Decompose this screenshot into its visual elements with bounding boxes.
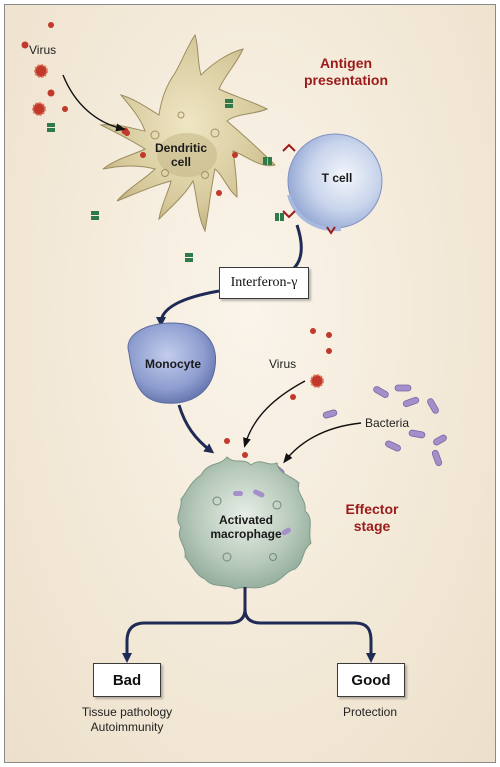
interferon-gamma-label: Interferon-γ — [230, 275, 298, 290]
dendritic-label-line2: cell — [170, 155, 191, 169]
effector-stage-title: Effector stage — [337, 501, 407, 535]
virus-particles-middle — [224, 328, 332, 458]
bad-note-tissue-pathology: Tissue pathology — [81, 705, 173, 719]
bad-outcome-notes: Tissue pathology Autoimmunity — [65, 705, 189, 735]
virus-label-middle: Virus — [269, 357, 297, 371]
virus-uptake-arrow — [62, 74, 126, 132]
virus-label-top: Virus — [29, 43, 57, 57]
bacteria-rods — [271, 384, 447, 489]
good-note-protection: Protection — [342, 705, 398, 719]
good-outcome-box: Good — [337, 663, 405, 697]
activated-macrophage-label: Activated macrophage — [201, 513, 291, 541]
diagram-artwork — [21, 22, 447, 663]
activated-macrophage — [177, 456, 312, 590]
monocyte — [127, 322, 217, 404]
interferon-to-monocyte-arrow — [156, 289, 220, 327]
bad-note-autoimmunity: Autoimmunity — [90, 720, 164, 734]
virus-to-macrophage-arrow — [243, 380, 306, 448]
t-cell — [282, 133, 383, 235]
bacteria-to-macrophage-arrow — [283, 422, 362, 464]
good-outcome-label: Good — [351, 671, 391, 689]
bad-outcome-box: Bad — [93, 663, 161, 697]
outcome-branch-arrows — [122, 587, 376, 663]
interferon-gamma-box: Interferon-γ — [219, 267, 309, 299]
effector-title-line1: Effector — [345, 501, 399, 517]
good-outcome-notes: Protection — [319, 705, 421, 720]
bad-outcome-label: Bad — [112, 671, 142, 689]
antigen-title-line2: presentation — [303, 72, 388, 88]
macrophage-label-line1: Activated — [218, 513, 274, 527]
bacteria-label: Bacteria — [365, 416, 410, 430]
figure-frame: Virus Dendritic cell T cell Antigen pres… — [4, 4, 496, 763]
virus-particles-top — [21, 22, 129, 135]
effector-title-line2: stage — [353, 518, 391, 534]
antigen-title-line1: Antigen — [319, 55, 373, 71]
dendritic-label-line1: Dendritic — [154, 141, 207, 155]
macrophage-label-line2: macrophage — [210, 527, 282, 541]
monocyte-to-macrophage-arrow — [177, 404, 215, 454]
monocyte-label: Monocyte — [144, 357, 201, 371]
dendritic-cell-label: Dendritic cell — [151, 141, 211, 169]
antigen-presentation-title: Antigen presentation — [291, 55, 401, 89]
t-cell-label: T cell — [321, 171, 353, 185]
